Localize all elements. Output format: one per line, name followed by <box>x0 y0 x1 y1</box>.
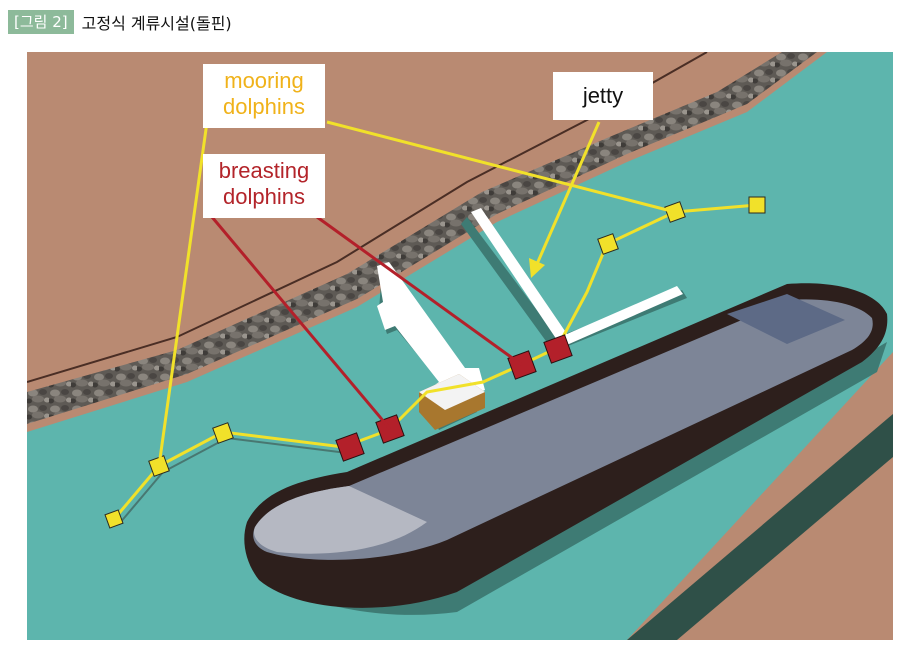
rock-revetment <box>27 52 817 424</box>
breasting-label-line2: dolphins <box>223 184 305 209</box>
mooring-dolphin <box>597 233 619 255</box>
breasting-label-line1: breasting <box>218 158 310 183</box>
berth-deck <box>377 262 485 407</box>
jetty-structure <box>471 208 683 346</box>
mooring-dolphin <box>104 509 124 529</box>
ship-bow-deck <box>253 486 427 554</box>
figure-header: [그림 2] 고정식 계류시설(돌핀) <box>8 10 232 34</box>
water-area <box>27 52 893 640</box>
figure-title: 고정식 계류시설(돌핀) <box>81 14 232 33</box>
jetty-label: jetty <box>553 72 653 120</box>
lower-bank-edge <box>627 414 893 640</box>
dolphin-mooring-illustration: mooring dolphins breasting dolphins jett… <box>27 52 893 640</box>
mooring-dolphins-label: mooring dolphins <box>203 64 325 128</box>
breasting-leader-line <box>316 215 523 367</box>
mooring-label-line2: dolphins <box>223 94 305 119</box>
mooring-dolphin <box>748 196 766 214</box>
breasting-dolphin <box>335 432 365 462</box>
jetty-shadow <box>461 217 687 352</box>
jetty-label-text: jetty <box>582 83 624 108</box>
jetty-arrow-line <box>535 121 601 265</box>
mooring-label-line1: mooring <box>224 68 304 93</box>
mooring-leader-line <box>157 121 209 467</box>
ship-hatch <box>727 294 845 344</box>
breasting-dolphin <box>543 334 573 364</box>
mooring-dolphin <box>212 422 234 444</box>
breasting-dolphins-label: breasting dolphins <box>203 154 325 218</box>
mooring-dolphin-group <box>104 196 766 529</box>
breasting-leader-line <box>210 216 392 430</box>
mooring-leader-line <box>326 120 676 214</box>
lower-bank <box>627 412 893 640</box>
dolphin-catwalk-shadow <box>118 436 348 525</box>
ship-deck <box>253 299 873 560</box>
figure-tag: [그림 2] <box>8 10 74 34</box>
berth-block-top <box>419 374 485 410</box>
jetty-arrow-head <box>529 258 545 278</box>
